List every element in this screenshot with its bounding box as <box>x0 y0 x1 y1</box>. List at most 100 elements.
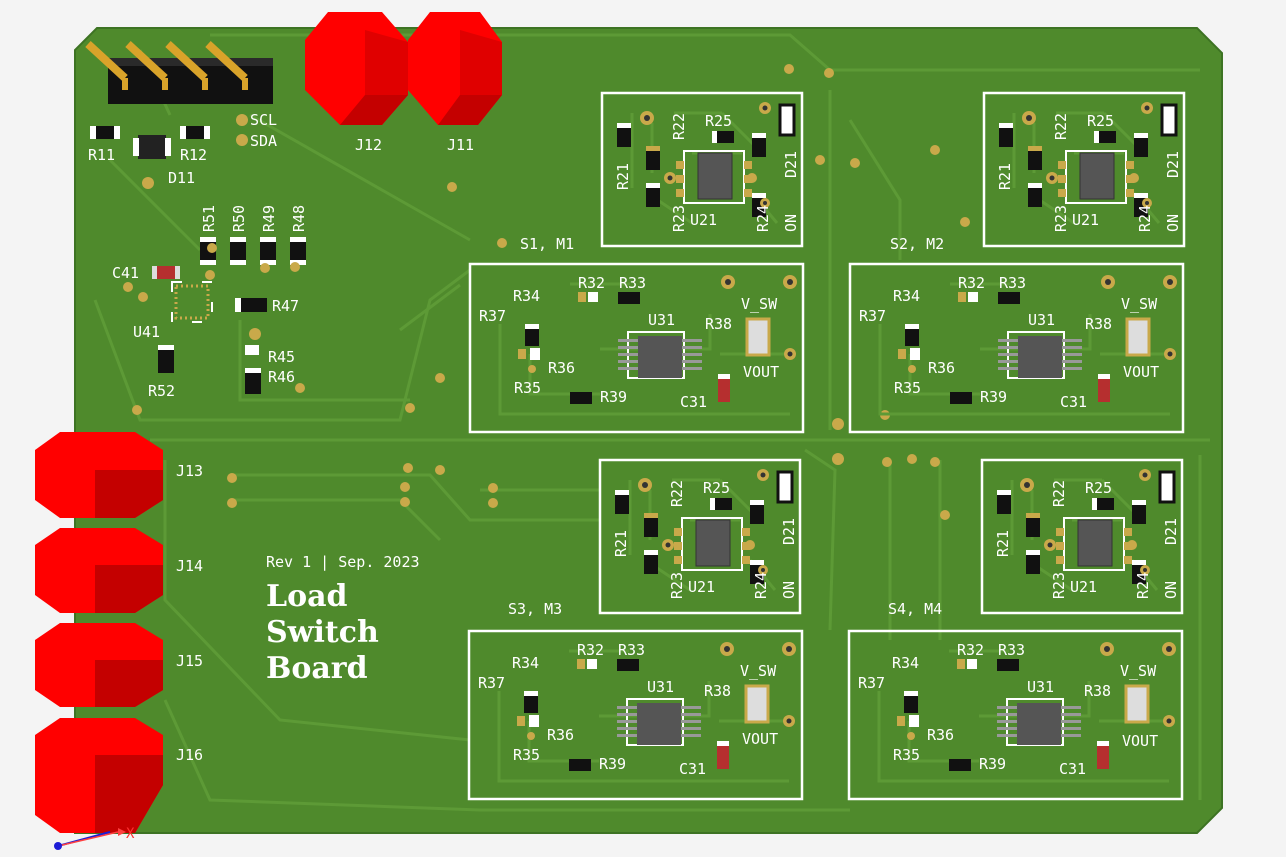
channel-3-label: S3, M3 <box>508 600 562 618</box>
top-connector-j12[interactable] <box>305 12 408 125</box>
svg-text:R33: R33 <box>618 641 645 659</box>
svg-text:R21: R21 <box>614 163 632 190</box>
svg-text:R38: R38 <box>705 315 732 333</box>
switch-1-labels: R32 R33 R34 R37 U31 R38 V_SW R36 VOUT R3… <box>479 274 779 411</box>
svg-text:V_SW: V_SW <box>1121 295 1158 313</box>
j16-label: J16 <box>176 746 203 764</box>
svg-text:R23: R23 <box>1052 205 1070 232</box>
svg-text:R23: R23 <box>670 205 688 232</box>
svg-text:R22: R22 <box>1050 480 1068 507</box>
svg-text:VOUT: VOUT <box>1123 363 1159 381</box>
driver-4-labels: R21 R22 R23 R24 R25 D21 U21 ON <box>994 479 1180 599</box>
svg-text:R33: R33 <box>998 641 1025 659</box>
svg-text:R24: R24 <box>752 572 770 599</box>
d11-label: D11 <box>168 169 195 187</box>
svg-text:R32: R32 <box>577 641 604 659</box>
svg-text:ON: ON <box>1162 581 1180 599</box>
driver-2-labels: R21 R22 R23 R24 R25 D21 U21 ON <box>996 112 1182 232</box>
pin-header <box>85 41 273 146</box>
svg-text:U21: U21 <box>688 578 715 596</box>
svg-text:R37: R37 <box>479 307 506 325</box>
channel-2-label: S2, M2 <box>890 235 944 253</box>
channel-4-label: S4, M4 <box>888 600 942 618</box>
svg-text:R21: R21 <box>612 530 630 557</box>
svg-text:R25: R25 <box>705 112 732 130</box>
driver-1-labels: R21 R22 R23 R24 R25 D21 U21 ON <box>614 112 800 232</box>
scl-label: SCL <box>250 111 277 129</box>
r45-label: R45 <box>268 348 295 366</box>
j11-label: J11 <box>447 136 474 154</box>
svg-text:R22: R22 <box>1052 113 1070 140</box>
svg-text:VOUT: VOUT <box>742 730 778 748</box>
svg-text:R37: R37 <box>858 674 885 692</box>
svg-text:ON: ON <box>782 214 800 232</box>
svg-text:R39: R39 <box>980 388 1007 406</box>
switch-2-labels: R32 R33 R34 R37 U31 R38 V_SW R36 VOUT R3… <box>859 274 1159 411</box>
side-connector-j13[interactable] <box>35 432 163 518</box>
svg-text:R38: R38 <box>1085 315 1112 333</box>
svg-text:R24: R24 <box>1136 205 1154 232</box>
r12-label: R12 <box>180 146 207 164</box>
board-title-line-1: Load <box>266 579 348 614</box>
u41-label: U41 <box>133 323 160 341</box>
svg-text:D21: D21 <box>1162 518 1180 545</box>
copper-traces <box>93 33 1210 812</box>
r52-label: R52 <box>148 382 175 400</box>
svg-text:R33: R33 <box>999 274 1026 292</box>
top-connector-j11[interactable] <box>408 12 502 125</box>
svg-text:R39: R39 <box>600 388 627 406</box>
switch-3-labels: R32 R33 R34 R37 U31 R38 V_SW R36 VOUT R3… <box>478 641 778 778</box>
svg-text:U21: U21 <box>690 211 717 229</box>
svg-text:R34: R34 <box>893 287 920 305</box>
board-title-line-3: Board <box>266 651 368 686</box>
svg-text:R32: R32 <box>957 641 984 659</box>
channel-1-label: S1, M1 <box>520 235 574 253</box>
svg-text:R36: R36 <box>548 359 575 377</box>
svg-text:R35: R35 <box>514 379 541 397</box>
svg-text:R34: R34 <box>892 654 919 672</box>
j13-label: J13 <box>176 462 203 480</box>
svg-text:R35: R35 <box>513 746 540 764</box>
svg-text:U31: U31 <box>648 311 675 329</box>
r46-label: R46 <box>268 368 295 386</box>
svg-text:R37: R37 <box>859 307 886 325</box>
r47-label: R47 <box>272 297 299 315</box>
svg-text:V_SW: V_SW <box>741 295 778 313</box>
r49-label: R49 <box>260 205 278 232</box>
svg-text:R37: R37 <box>478 674 505 692</box>
board-title-line-2: Switch <box>266 615 379 650</box>
svg-text:R39: R39 <box>979 755 1006 773</box>
svg-text:R35: R35 <box>893 746 920 764</box>
svg-text:R23: R23 <box>668 572 686 599</box>
svg-text:U21: U21 <box>1070 578 1097 596</box>
svg-text:C31: C31 <box>679 760 706 778</box>
svg-text:R34: R34 <box>513 287 540 305</box>
svg-text:R36: R36 <box>547 726 574 744</box>
r50-label: R50 <box>230 205 248 232</box>
svg-text:U31: U31 <box>1027 678 1054 696</box>
svg-text:R36: R36 <box>927 726 954 744</box>
svg-text:R32: R32 <box>958 274 985 292</box>
side-connector-j16[interactable] <box>35 718 163 833</box>
vias <box>123 64 970 520</box>
svg-text:U31: U31 <box>647 678 674 696</box>
side-connector-j15[interactable] <box>35 623 163 707</box>
side-connector-j14[interactable] <box>35 528 163 613</box>
svg-text:R32: R32 <box>578 274 605 292</box>
switch-4-labels: R32 R33 R34 R37 U31 R38 V_SW R36 VOUT R3… <box>858 641 1158 778</box>
svg-text:V_SW: V_SW <box>740 662 777 680</box>
svg-text:R25: R25 <box>703 479 730 497</box>
j12-label: J12 <box>355 136 382 154</box>
revision-label: Rev 1 | Sep. 2023 <box>266 553 420 571</box>
j14-label: J14 <box>176 557 203 575</box>
svg-text:R24: R24 <box>754 205 772 232</box>
svg-text:R23: R23 <box>1050 572 1068 599</box>
svg-text:ON: ON <box>1164 214 1182 232</box>
svg-text:U31: U31 <box>1028 311 1055 329</box>
c41-label: C41 <box>112 264 139 282</box>
svg-text:R36: R36 <box>928 359 955 377</box>
axis-indicator: X <box>54 826 135 850</box>
svg-text:R35: R35 <box>894 379 921 397</box>
svg-text:D21: D21 <box>782 151 800 178</box>
svg-text:R21: R21 <box>994 530 1012 557</box>
